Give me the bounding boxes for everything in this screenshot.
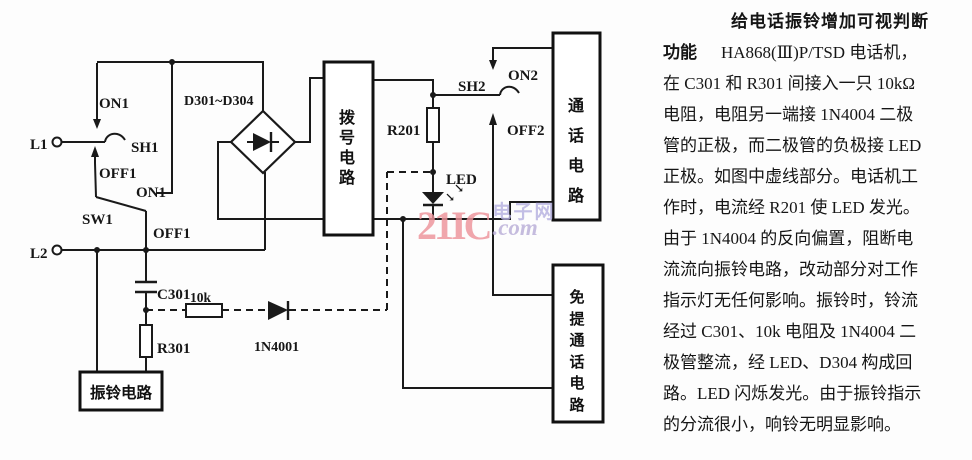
terminal-l2-label: L2: [30, 246, 48, 262]
wire: [492, 122, 553, 296]
wire: [156, 63, 173, 194]
article-line: 路。LED 闪烁发光。由于振铃指示: [663, 384, 922, 403]
watermark-logo: 21IC: [417, 203, 492, 248]
article-line: 管的正极，而二极管的负极接 LED: [663, 136, 922, 155]
article-line: 电阻，电阻另一端接 1N4004 二极: [663, 105, 914, 124]
10k-label: 10k: [190, 290, 212, 305]
bridge-label: D301~D304: [184, 94, 254, 109]
junction-dots: [94, 59, 436, 313]
sw1-label: SW1: [82, 212, 113, 228]
1n4001-label: 1N4001: [254, 340, 299, 355]
led: ↘ ↘: [422, 181, 464, 207]
slide-switch-sw1-blade: [95, 196, 147, 212]
watermark-domain: .com: [492, 215, 538, 240]
resistor-10k: [185, 303, 223, 318]
article-line: 极管整流，经 LED、D304 构成回: [663, 353, 913, 372]
ringer-box-label: 振铃电路: [89, 385, 152, 402]
sw1-on-label: ON1: [136, 185, 166, 201]
sh2-off-label: OFF2: [507, 123, 545, 139]
resistor-r201: [426, 107, 440, 143]
c301-label: C301: [157, 287, 190, 303]
junction-dot: [143, 247, 149, 253]
dashed-modification-path: [146, 171, 430, 311]
talk-box-label: 通话电路: [567, 98, 584, 205]
sh1-on-label: ON1: [99, 96, 129, 112]
off1-contact-arrow-icon: [91, 146, 99, 157]
hook-switch-sh1-blade: [104, 132, 126, 143]
handsfree-circuit-box: [551, 263, 605, 424]
bridge-rectifier: [229, 109, 297, 175]
diode-triangle-icon: [268, 301, 288, 320]
article-line: 经过 C301、10k 电阻及 1N4004 二: [663, 322, 917, 341]
article-line: 正极。如图中虚线部分。电话机工: [663, 167, 918, 186]
junction-dot: [400, 216, 406, 222]
wire: [492, 47, 553, 61]
article-lead-word: 功能: [663, 43, 697, 62]
r301-label: R301: [157, 341, 190, 357]
capacitor-c301: [135, 280, 157, 294]
bridge-diode-icon: [253, 133, 271, 151]
wire: [402, 219, 553, 389]
wires: [61, 47, 553, 389]
wire: [97, 61, 264, 111]
handsfree-box-label: 免提通话电路: [569, 290, 585, 414]
junction-dot: [430, 169, 436, 175]
led-triangle-icon: [422, 192, 444, 204]
on1-contact-arrow-icon: [93, 119, 101, 129]
article-line: 作时，电流经 R201 使 LED 发光。: [663, 198, 920, 217]
hook-switch-sh2-blade: [499, 85, 520, 96]
article-line: 的分流很小，响铃无明显影响。: [663, 415, 901, 434]
junction-dot: [143, 307, 149, 313]
diode-1n4001: [268, 301, 290, 320]
junction-dot: [94, 247, 100, 253]
sh1-label: SH1: [131, 140, 159, 156]
sh2-label: SH2: [458, 79, 486, 95]
off2-contact-arrow-icon: [489, 113, 497, 125]
terminal-l1-label: L1: [30, 137, 48, 153]
watermark-site-name: 电子网: [492, 202, 556, 223]
on2-contact-arrow-icon: [489, 60, 497, 70]
article-column: 给电话振铃增加可视判断 功能 HA868(Ⅲ)P/TSD 电话机， 在 C301 …: [663, 6, 969, 440]
junction-dot: [169, 59, 175, 65]
led-label: LED: [446, 172, 477, 188]
terminal-l1: [51, 136, 63, 148]
article-title: 给电话振铃增加可视判断: [731, 12, 929, 31]
talk-circuit-box: [551, 31, 602, 222]
article-line: 功能 HA868(Ⅲ)P/TSD 电话机，: [663, 37, 969, 68]
wire: [373, 79, 434, 108]
sw1-off-label: OFF1: [153, 226, 191, 242]
circuit-diagram: ↘ ↘ L1 L2 ON1 SH1 OFF1 ON1 SW1 OFF1 D30: [30, 31, 605, 424]
wire: [373, 201, 553, 220]
article-line: 指示灯无任何影响。振铃时，铃流: [663, 291, 918, 310]
resistor-r301: [139, 324, 153, 358]
led-light-arrow-icon: ↘: [445, 190, 455, 204]
wire: [217, 141, 324, 220]
junction-dot: [430, 92, 436, 98]
sh1-off-label: OFF1: [99, 166, 137, 182]
ringer-circuit-box: [78, 370, 164, 412]
article-line: 流流向振铃电路，改动部分对工作: [663, 260, 918, 279]
wire: [94, 155, 97, 198]
dialing-circuit-box: [322, 60, 375, 237]
contact-arrows: [91, 60, 497, 157]
sh2-on-label: ON2: [508, 68, 538, 84]
article-line: 在 C301 和 R301 间接入一只 10kΩ: [663, 74, 916, 93]
wire: [295, 77, 324, 143]
article-line-text: HA868(Ⅲ)P/TSD 电话机，: [721, 43, 918, 62]
terminal-l2: [51, 244, 63, 256]
dialing-box-label: 拨号电路: [338, 110, 355, 187]
led-light-arrow-icon: ↘: [454, 181, 464, 195]
r201-label: R201: [387, 123, 420, 139]
article-line: 由于 1N4004 的反向偏置，阻断电: [663, 229, 914, 248]
